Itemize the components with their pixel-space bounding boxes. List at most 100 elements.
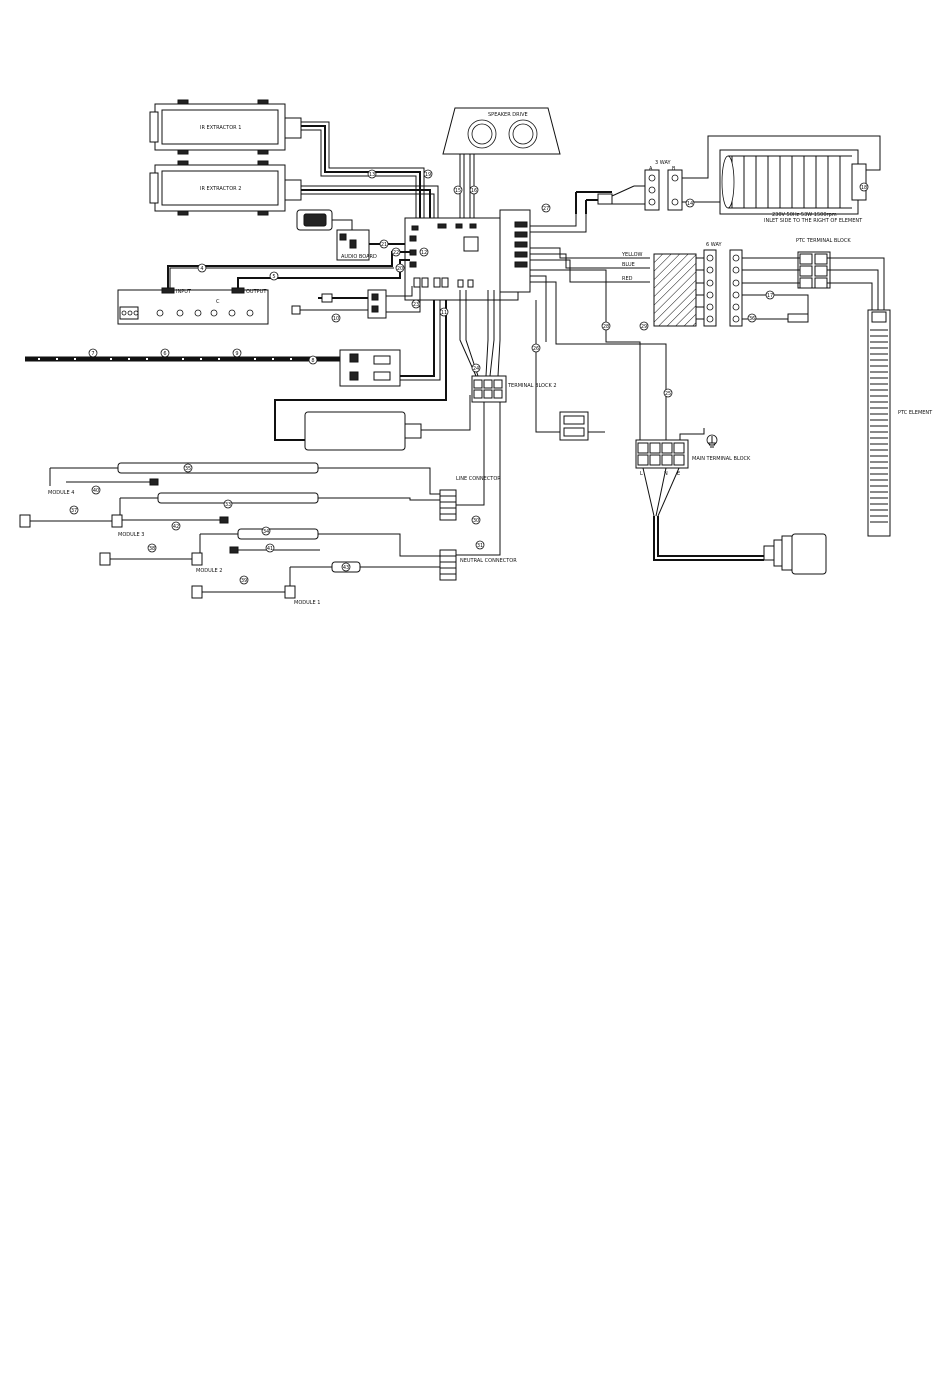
callout-circle	[379, 239, 389, 249]
callout-circle	[685, 198, 695, 208]
ptc-element-label: PTC ELEMENT	[898, 410, 933, 416]
callout-circle	[601, 321, 611, 331]
callout-number: 10	[333, 316, 339, 322]
audio-board-label: AUDIO BOARD	[341, 254, 377, 260]
extractor-2-label: IR EXTRACTOR 2	[200, 186, 241, 192]
callout-circle	[471, 515, 481, 525]
callout-circle	[308, 355, 318, 365]
six-way-label: 6 WAY	[706, 242, 722, 248]
callout-circle	[765, 290, 775, 300]
ptc-heater-icon: PTC ELEMENT	[867, 309, 933, 537]
callout-circle	[147, 543, 157, 553]
main-terminal-l: L	[640, 471, 643, 477]
callout-circle	[197, 263, 207, 273]
callout-circle	[183, 463, 193, 473]
callout-number: 34	[263, 529, 269, 535]
callout-number: 33	[225, 502, 231, 508]
callout-circle	[531, 343, 541, 353]
switch-assembly	[291, 286, 421, 319]
callout-number: 16	[471, 188, 477, 194]
callout-circle	[91, 485, 101, 495]
fan-note-1: 230V 50Hz 53W 1500rpm	[772, 212, 837, 218]
led-driver-board	[339, 300, 441, 387]
fan-motor-icon: 230V 50Hz 53W 1500rpm INLET SIDE TO THE …	[719, 149, 867, 224]
callout-circle	[171, 521, 181, 531]
callout-circle	[69, 505, 79, 515]
terminal-block-2-label: TERMINAL BLOCK 2	[507, 383, 557, 389]
ir-extractor-2: IR EXTRACTOR 2	[149, 160, 302, 216]
callout-number: 4	[200, 266, 203, 272]
callout-circle	[223, 499, 233, 509]
fan-note-2: INLET SIDE TO THE RIGHT OF ELEMENT	[764, 218, 863, 224]
callout-circle	[160, 348, 170, 358]
speaker-label: SPEAKER DRIVE	[488, 112, 528, 118]
display-output-label: OUTPUT	[246, 289, 267, 295]
callout-number: 22	[393, 250, 399, 256]
callout-circle	[663, 388, 673, 398]
callout-circle	[471, 363, 481, 373]
mains-plug-icon	[653, 516, 827, 575]
three-way-label: 3 WAY	[655, 160, 671, 166]
callout-number: 35	[185, 466, 191, 472]
display-input-label: INPUT	[176, 289, 192, 295]
neutral-connector: NEUTRAL CONNECTOR	[439, 402, 517, 581]
callout-circle	[239, 575, 249, 585]
neutral-connector-label: NEUTRAL CONNECTOR	[460, 558, 517, 564]
callout-number: 26	[533, 346, 539, 352]
line-connector-label: LINE CONNECTOR	[456, 476, 501, 482]
callout-number: 28	[603, 324, 609, 330]
extractor-cables	[301, 121, 439, 220]
ptc-terminal-label: PTC TERMINAL BLOCK	[796, 238, 851, 244]
callout-number: 42	[173, 524, 179, 530]
callout-circle	[232, 348, 242, 358]
callout-circle	[453, 185, 463, 195]
callout-number: 25	[665, 391, 671, 397]
main-terminal-label: MAIN TERMINAL BLOCK	[692, 456, 751, 462]
six-way-block: 6 WAY	[696, 242, 743, 327]
speaker-icon	[296, 209, 353, 232]
callout-number: 41	[267, 546, 273, 552]
three-way-block: 3 WAY A B	[634, 135, 881, 211]
callout-circle	[269, 271, 279, 281]
callout-circle	[423, 169, 433, 179]
callout-number: 38	[149, 546, 155, 552]
main-terminal-e: E	[677, 471, 680, 477]
callout-number: 31	[477, 543, 483, 549]
callout-number: 14	[687, 201, 693, 207]
callout-number: 30	[473, 518, 479, 524]
callout-circle	[391, 247, 401, 257]
callout-circle	[469, 185, 479, 195]
callout-number: 37	[71, 508, 77, 514]
callout-number: 7	[91, 351, 94, 357]
led-strip-icon	[25, 356, 340, 362]
callout-number: 19	[425, 172, 431, 178]
three-way-a-label: A	[649, 166, 653, 172]
callout-number: 5	[272, 274, 275, 280]
callout-circle	[747, 313, 757, 323]
power-supply-icon	[274, 300, 471, 451]
callout-number: 9	[235, 351, 238, 357]
display-panel: C INPUT OUTPUT	[117, 287, 269, 325]
callout-number: 8	[311, 358, 314, 364]
main-control-board	[404, 209, 531, 301]
callout-number: 29	[641, 324, 647, 330]
ptc-terminal-block: PTC TERMINAL BLOCK	[742, 238, 885, 323]
callout-number: 11	[441, 310, 447, 316]
callout-circle	[367, 169, 377, 179]
callout-circle	[395, 263, 405, 273]
module-1-label: MODULE 1	[294, 600, 320, 606]
callout-number: 24	[473, 366, 479, 372]
callout-number: 15	[455, 188, 461, 194]
callout-number: 23	[413, 302, 419, 308]
callout-circle	[439, 307, 449, 317]
callout-number: 39	[241, 578, 247, 584]
module-tubes: MODULE 4 MODULE 3 MODULE 2 MODULE 1	[19, 462, 440, 606]
main-terminal-block: L N E MAIN TERMINAL BLOCK	[635, 428, 751, 517]
callout-circle	[411, 299, 421, 309]
callout-number: 21	[381, 242, 387, 248]
callout-circle	[88, 348, 98, 358]
callout-circle	[341, 562, 351, 572]
callout-number: 27	[543, 206, 549, 212]
